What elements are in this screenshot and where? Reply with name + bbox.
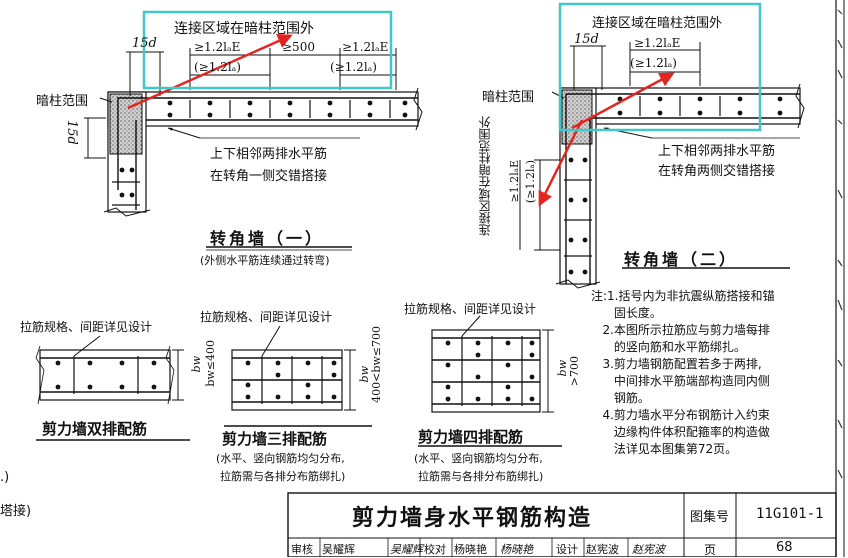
- left-edge-text: 塔接): [0, 504, 32, 519]
- s3-note1: (水平、竖向钢筋均匀分布,: [414, 452, 543, 465]
- s1-tie-label: 拉筋规格、间距详见设计: [20, 320, 153, 334]
- s2-note1: (水平、竖向钢筋均匀分布,: [216, 452, 345, 465]
- red-arrow-2b: [538, 119, 584, 207]
- d1-dim-15d-top: 15d: [132, 36, 157, 51]
- d1-title: 转角墙（一）: [210, 229, 325, 248]
- tb-main-title: 剪力墙身水平钢筋构造: [352, 506, 593, 531]
- red-arrow-2a: [571, 72, 675, 130]
- d1-lap1b: (≥1.2lₐ): [194, 60, 241, 74]
- d1-offset: ≥500: [282, 40, 315, 54]
- d1-zone-label: 连接区域在暗柱范围外: [174, 21, 314, 37]
- note-line: 边缘构件体积配箍率的构造做: [591, 425, 770, 439]
- tb-checker: 杨晓艳: [454, 543, 487, 556]
- tb-review-label: 审核: [291, 543, 313, 556]
- d2-note-line2: 在转角两侧交错搭接: [658, 164, 776, 179]
- tb-atlas-no: 11G101-1: [756, 506, 824, 522]
- s2-title: 剪力墙三排配筋: [222, 430, 328, 448]
- s2-dim-range: 400<bw≤700: [370, 326, 383, 403]
- d2-vlap1: ≥1.2lₐE: [508, 160, 521, 203]
- s1-title: 剪力墙双排配筋: [42, 420, 148, 438]
- tb-reviewer-sign: 吴耀辉: [390, 543, 423, 556]
- tb-check-label: 校对: [424, 543, 446, 556]
- note-line: 4.剪力墙水平分布钢筋计入约束: [591, 408, 770, 422]
- red-arrow-1: [127, 34, 293, 110]
- section-double-row: [35, 335, 184, 405]
- tb-designer: 赵宪波: [586, 543, 619, 556]
- d1-note-line2: 在转角一侧交错搭接: [210, 169, 328, 184]
- highlight-box-1: [142, 10, 393, 90]
- corner-wall-1: [84, 48, 423, 251]
- d2-note-line1: 上下相邻两排水平筋: [658, 144, 776, 159]
- tb-checker-sign: 杨晓艳: [500, 543, 533, 556]
- s2-tie-label: 拉筋规格、间距详见设计: [200, 310, 333, 324]
- note-line: 中间排水平筋端部构造同内侧: [591, 374, 770, 388]
- note-line: 钢筋。: [591, 391, 650, 405]
- tb-reviewer: 吴耀辉: [322, 543, 355, 556]
- tb-page-label: 页: [704, 543, 717, 557]
- s3-dim-range: >700: [568, 356, 581, 387]
- d1-lap2: ≥1.2lₐE: [342, 40, 389, 54]
- note-line: 注:1.括号内为非抗震纵筋搭接和锚: [591, 289, 775, 303]
- d2-dim-15d-top: 15d: [574, 32, 599, 47]
- section-four-row: [418, 315, 562, 447]
- note-line: 2.本图所示拉筋应与剪力墙每排: [591, 323, 770, 337]
- s3-note2: 拉筋需与各排分布筋绑扎): [418, 470, 544, 483]
- d2-title: 转角墙（二）: [624, 250, 739, 269]
- d2-lap1b: (≥1.2lₐ): [630, 56, 677, 70]
- left-edge-paren: .): [0, 470, 10, 485]
- tb-page-no: 68: [776, 540, 793, 555]
- highlight-box-2: [558, 2, 762, 132]
- note-line: 3.剪力墙钢筋配置若多于两排,: [591, 357, 762, 371]
- section-triple-row: [224, 325, 372, 427]
- s1-dim-range: bw≤400: [204, 340, 217, 387]
- tb-designer-sign: 赵宪波: [632, 543, 665, 556]
- s1-dim-bw: bw: [190, 356, 203, 373]
- d1-note-line1: 上下相邻两排水平筋: [210, 147, 328, 162]
- d2-zone-label: 连接区域在暗柱范围外: [592, 16, 723, 31]
- d1-dim-15d-side: 15d: [64, 120, 79, 145]
- d2-lap1: ≥1.2lₐE: [634, 36, 681, 50]
- s3-tie-label: 拉筋规格、间距详见设计: [404, 302, 537, 316]
- title-block: [287, 492, 837, 557]
- d2-vertical-zone-label: 连接区域在暗柱范围外: [478, 116, 492, 236]
- d2-vlap1b: (≥1.2lₐ): [524, 160, 537, 204]
- d1-lap2b: (≥1.2lₐ): [330, 60, 377, 74]
- note-line: 固长度。: [591, 306, 662, 320]
- corner-wall-2: [519, 42, 805, 289]
- s3-title: 剪力墙四排配筋: [418, 428, 524, 446]
- d1-lap1: ≥1.2lₐE: [194, 40, 241, 54]
- tb-atlas-label: 图集号: [690, 510, 730, 525]
- note-line: 的竖向筋和水平筋绑扎。: [591, 340, 746, 354]
- d1-column-label: 暗柱范围: [36, 94, 89, 109]
- tb-design-label: 设计: [556, 543, 578, 556]
- notes-block: 注:1.括号内为非抗震纵筋搭接和锚 固长度。 2.本图所示拉筋应与剪力墙每排 的…: [591, 288, 831, 458]
- d1-subtitle: (外侧水平筋连续通过转弯): [200, 254, 330, 267]
- note-line: 法详见本图集第72页。: [591, 442, 738, 456]
- s2-note2: 拉筋需与各排分布筋绑扎): [220, 470, 346, 483]
- d2-column-label: 暗柱范围: [482, 90, 535, 105]
- sheet-right-border: [835, 0, 845, 557]
